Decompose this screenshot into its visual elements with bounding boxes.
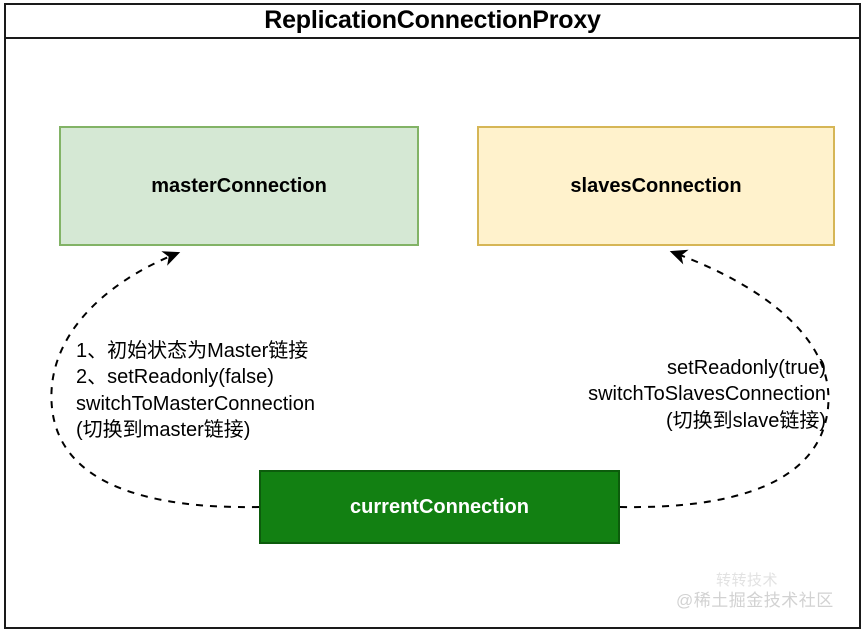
node-master-connection-label: masterConnection	[151, 174, 327, 197]
node-master-connection[interactable]: masterConnection	[59, 126, 419, 246]
watermark-text: @稀土掘金技术社区	[676, 591, 834, 610]
node-current-connection-label: currentConnection	[350, 495, 529, 518]
edge-label-current-to-master: 1、初始状态为Master链接 2、setReadonly(false) swi…	[76, 340, 315, 442]
node-slaves-connection-label: slavesConnection	[570, 174, 742, 197]
watermark-logo: 转转技术	[716, 572, 779, 589]
edge-label-current-to-slaves: setReadonly(true) switchToSlavesConnecti…	[588, 357, 826, 432]
watermark: 转转技术 @稀土掘金技术社区	[676, 572, 852, 618]
node-slaves-connection[interactable]: slavesConnection	[477, 126, 835, 246]
diagram-title-bar: ReplicationConnectionProxy	[4, 3, 861, 39]
page-title: ReplicationConnectionProxy	[264, 5, 601, 34]
node-current-connection[interactable]: currentConnection	[259, 470, 620, 544]
